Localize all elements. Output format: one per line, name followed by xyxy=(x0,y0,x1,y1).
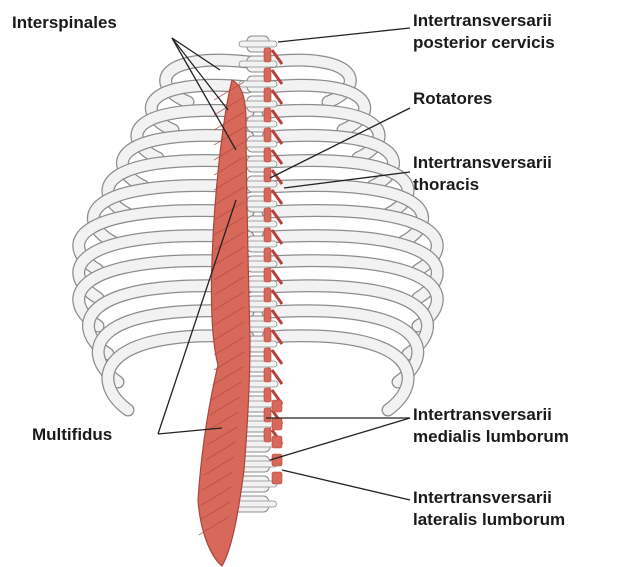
interspinales-muscle-15 xyxy=(264,328,271,342)
rib-right-12 xyxy=(268,336,408,410)
transverse-process-1 xyxy=(239,41,277,47)
label-intertransversarii-posterior-cervicis: Intertransversarii posterior cervicis xyxy=(413,10,555,54)
label-itt-line1: Intertransversarii xyxy=(413,152,552,174)
interspinales-muscle-19 xyxy=(264,408,271,422)
label-itml-line1: Intertransversarii xyxy=(413,404,569,426)
interspinales-muscle-7 xyxy=(264,168,271,182)
label-itt-line2: thoracis xyxy=(413,174,552,196)
interspinales-muscle-16 xyxy=(264,348,271,362)
interspinales-muscle-9 xyxy=(264,208,271,222)
interspinales-muscle-14 xyxy=(264,308,271,322)
label-itll-line2: lateralis lumborum xyxy=(413,509,565,531)
interspinales-muscle-6 xyxy=(264,148,271,162)
interspinales-muscle-1 xyxy=(264,48,271,62)
interspinales-muscle-20 xyxy=(264,428,271,442)
label-intertransversarii-lateralis-lumborum: Intertransversarii lateralis lumborum xyxy=(413,487,565,531)
interspinales-muscle-18 xyxy=(264,388,271,402)
interspinales-muscle-17 xyxy=(264,368,271,382)
interspinales-muscle-12 xyxy=(264,268,271,282)
label-rotatores: Rotatores xyxy=(413,88,492,110)
transverse-process-2 xyxy=(239,61,277,67)
rib-right-11 xyxy=(268,311,418,382)
label-intertransversarii-thoracis: Intertransversarii thoracis xyxy=(413,152,552,196)
intertransversarii-lumborum-4 xyxy=(272,454,282,466)
interspinales-muscle-5 xyxy=(264,128,271,142)
label-itpc-line2: posterior cervicis xyxy=(413,32,555,54)
interspinales-muscle-4 xyxy=(264,108,271,122)
label-multifidus-text: Multifidus xyxy=(32,424,112,446)
intertransversarii-lumborum-5 xyxy=(272,472,282,484)
interspinales-muscle-3 xyxy=(264,88,271,102)
leader-itll xyxy=(282,470,410,500)
interspinales-muscle-8 xyxy=(264,188,271,202)
interspinales-muscle-11 xyxy=(264,248,271,262)
label-rotatores-text: Rotatores xyxy=(413,88,492,110)
intertransversarii-lumborum-2 xyxy=(272,418,282,430)
interspinales-muscle-13 xyxy=(264,288,271,302)
label-itpc-line1: Intertransversarii xyxy=(413,10,555,32)
label-interspinales: Interspinales xyxy=(12,12,117,34)
label-intertransversarii-medialis-lumborum: Intertransversarii medialis lumborum xyxy=(413,404,569,448)
leader-itpc xyxy=(278,28,410,42)
label-multifidus: Multifidus xyxy=(32,424,112,446)
leader-itml-2 xyxy=(270,418,410,460)
interspinales-muscle-10 xyxy=(264,228,271,242)
intertransversarii-lumborum-3 xyxy=(272,436,282,448)
label-interspinales-text: Interspinales xyxy=(12,12,117,34)
label-itll-line1: Intertransversarii xyxy=(413,487,565,509)
transverse-process-3 xyxy=(239,81,277,87)
intertransversarii-lumborum-1 xyxy=(272,400,282,412)
label-itml-line2: medialis lumborum xyxy=(413,426,569,448)
interspinales-muscle-2 xyxy=(264,68,271,82)
